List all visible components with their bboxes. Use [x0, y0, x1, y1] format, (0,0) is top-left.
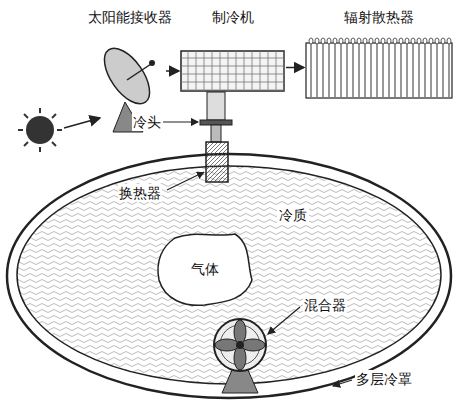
part-label: 冷头	[132, 113, 162, 131]
cold-head	[200, 120, 232, 125]
radiator-outline	[305, 35, 453, 100]
flow-arrow	[286, 67, 304, 69]
multilayer-shield	[7, 154, 451, 398]
cryocooler-outline	[180, 50, 285, 92]
radiator: 辐射散热器	[305, 35, 453, 100]
mixer-fan	[214, 319, 266, 393]
cryocooler: 制冷机	[180, 50, 285, 92]
node-label: 冷质	[277, 206, 309, 224]
part-label: 换热器	[118, 184, 162, 202]
node-label: 制冷机	[212, 8, 254, 26]
node-label: 太阳能接收器	[88, 8, 172, 26]
node-label: 气体	[191, 260, 219, 278]
sun-ray-arrow	[64, 118, 100, 128]
part-label: 多层冷罩	[355, 370, 413, 388]
gas-bubble: 气体	[155, 230, 255, 308]
heat-exchanger	[206, 142, 228, 182]
sun	[18, 108, 62, 152]
cooler-column	[207, 92, 225, 120]
node-label: 辐射散热器	[344, 8, 414, 26]
leader-lines	[163, 122, 352, 386]
cold-stem	[211, 125, 221, 142]
coolant-tank: 冷质气体	[15, 164, 443, 386]
part-label: 混合器	[303, 296, 347, 314]
flow-arrow	[166, 70, 179, 72]
